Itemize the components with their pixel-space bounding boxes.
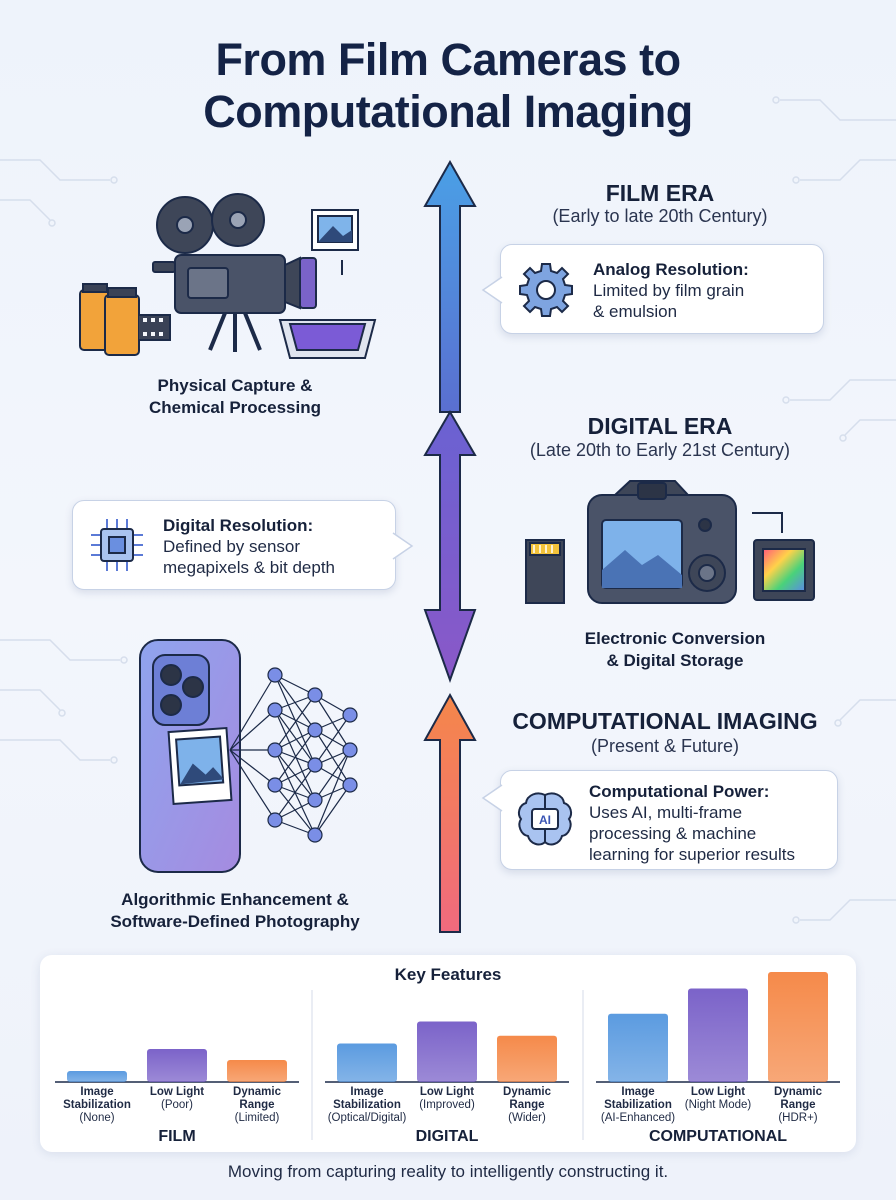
digital-era-title: DIGITAL ERA — [587, 413, 733, 439]
developing-tray-icon — [278, 319, 377, 359]
dslr-camera-illustration — [525, 480, 815, 604]
dslr-camera-icon — [587, 480, 737, 604]
film-era-subtitle: (Early to late 20th Century) — [552, 206, 768, 226]
footer-tagline: Moving from capturing reality to intelli… — [227, 1162, 669, 1181]
feature-bar-label: Low Light(Improved) — [419, 1086, 475, 1111]
digital-era-subtitle: (Late 20th to Early 21st Century) — [529, 440, 791, 460]
feature-bar-film-1 — [147, 1049, 207, 1082]
svg-text:AI: AI — [539, 813, 551, 827]
photo-frame-icon — [167, 726, 233, 806]
film-era-caption: Physical Capture & Chemical Processing — [149, 376, 321, 417]
computational-era-caption: Algorithmic Enhancement & Software-Defin… — [110, 890, 360, 931]
computational-era-subtitle: (Present & Future) — [590, 736, 740, 756]
gear-icon — [519, 263, 573, 317]
feature-group-label: DIGITAL — [415, 1128, 479, 1145]
key-features-bars — [55, 972, 840, 1140]
smartphone-neural-network-illustration — [139, 639, 358, 873]
callout-pointer — [481, 784, 503, 812]
digital-resolution-callout: Digital Resolution: Defined by sensor me… — [72, 500, 396, 590]
feature-bar-film-2 — [227, 1060, 287, 1082]
feature-bar-computational-0 — [608, 1013, 668, 1082]
film-era-title: FILM ERA — [605, 180, 715, 206]
computational-power-callout: AI Computational Power: Uses AI, multi-f… — [500, 770, 838, 870]
feature-bar-digital-0 — [337, 1043, 397, 1082]
movie-camera-icon — [152, 193, 317, 352]
feature-group-label: FILM — [158, 1128, 196, 1145]
timeline-arrows — [423, 160, 477, 933]
photo-frame-icon — [311, 209, 359, 275]
film-canister-icon — [79, 283, 171, 356]
feature-group-label: COMPUTATIONAL — [648, 1128, 788, 1145]
film-camera-illustration — [79, 193, 377, 359]
chip-icon — [91, 519, 143, 571]
digital-era-arrow — [423, 410, 477, 683]
computational-era-arrow — [423, 692, 477, 933]
digital-era-caption: Electronic Conversion & Digital Storage — [584, 629, 766, 670]
film-era-arrow — [423, 160, 477, 413]
image-sensor-icon — [752, 512, 815, 601]
feature-bar-digital-2 — [497, 1035, 557, 1082]
feature-bar-computational-1 — [688, 988, 748, 1082]
key-features-title: Key Features — [394, 965, 502, 984]
callout-pointer — [392, 532, 414, 560]
brain-icon: AI — [517, 792, 573, 846]
feature-bar-film-0 — [67, 1071, 127, 1082]
feature-bar-label: Low Light(Night Mode) — [684, 1086, 752, 1111]
neural-network-icon — [229, 667, 358, 843]
sd-card-icon — [525, 539, 565, 604]
feature-bar-digital-1 — [417, 1021, 477, 1082]
callout-pointer — [481, 276, 503, 304]
feature-bar-computational-2 — [768, 972, 828, 1082]
feature-bar-label: Low Light(Poor) — [149, 1086, 205, 1111]
page-title: From Film Cameras to Computational Imagi… — [203, 34, 693, 137]
computational-era-title: COMPUTATIONAL IMAGING — [512, 708, 818, 734]
analog-resolution-callout: Analog Resolution: Limited by film grain… — [500, 244, 824, 334]
